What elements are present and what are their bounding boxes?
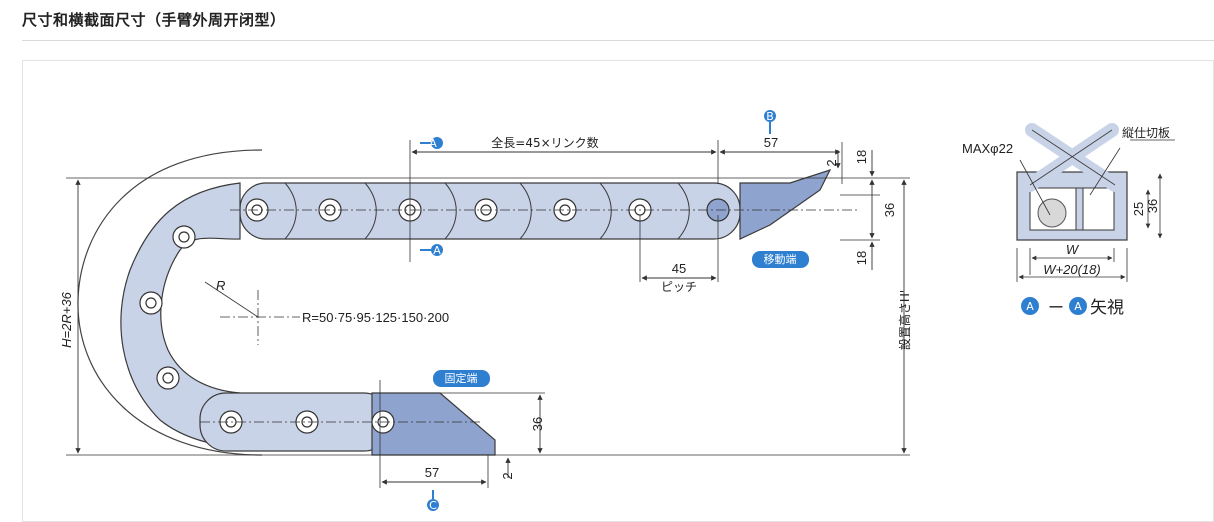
marker-c [427,499,439,511]
marker-b-label: B [766,110,774,123]
radius-symbol: R [216,278,225,293]
dim-36-fixed: 36 [530,417,545,431]
dim-pitch-label: ピッチ [661,280,697,294]
marker-c-label: C [429,499,437,511]
moving-end-badge: 移動端 [752,251,809,268]
view-caption-suffix: 矢視 [1090,298,1124,318]
dim-18-top: 18 [854,150,869,164]
figure-panel [22,60,1214,522]
dim-2-bottom: 2 [500,472,515,479]
section-dim-36: 36 [1145,199,1160,213]
fixed-bracket [371,392,496,456]
fixed-end-badge: 固定端 [433,370,490,387]
height-formula: H=2R+36 [59,291,74,347]
view-caption-dash: ー [1048,298,1064,317]
marker-a-bottom [431,244,443,256]
marker-a-top [431,137,443,149]
view-caption-left: A [1026,300,1034,313]
max-diameter-label: MAXφ22 [962,141,1013,156]
bend-link-joints [139,225,196,390]
width-outer-label: W+20(18) [1043,262,1100,277]
width-inner-label: W [1066,242,1080,257]
total-length-label: 全長=45×リンク数 [491,135,598,150]
dim-2-top: 2 [824,159,839,166]
dim-pitch-value: 45 [672,261,686,276]
cross-section [1016,123,1175,282]
upper-link-seams [284,182,690,240]
view-caption: A ー A 矢視 [1021,297,1124,318]
center-lines [200,209,860,423]
drawing: A A B C 全長=45×リンク数 57 45 ピッチ R R=50·75·9… [59,110,1175,511]
extension-lines [66,140,910,488]
marker-a-bottom-label: A [433,244,441,257]
moving-end-label: 移動端 [764,252,797,266]
dim-36-right: 36 [882,203,897,217]
view-caption-right: A [1074,300,1082,313]
title-divider [22,40,1214,41]
marker-a-top-label: A [429,137,437,150]
dim-57-bottom: 57 [425,465,439,480]
radius-values: R=50·75·95·125·150·200 [302,310,449,325]
divider-label: 縦仕切板 [1122,126,1170,140]
section-dim-25: 25 [1131,202,1146,216]
marker-b [764,110,776,122]
fixed-end-label: 固定端 [445,371,478,385]
cable-carrier [77,149,832,456]
page-title: 尺寸和横截面尺寸（手臂外周开闭型） [22,11,286,29]
dimension-arrows [75,149,907,485]
dim-57-top: 57 [764,135,778,150]
cable-circle [1037,198,1067,228]
section-markers: A A B C [420,110,776,511]
install-height: 設置高さH' [897,290,912,350]
dim-18-bottom: 18 [854,251,869,265]
lower-link-joints [219,410,395,434]
